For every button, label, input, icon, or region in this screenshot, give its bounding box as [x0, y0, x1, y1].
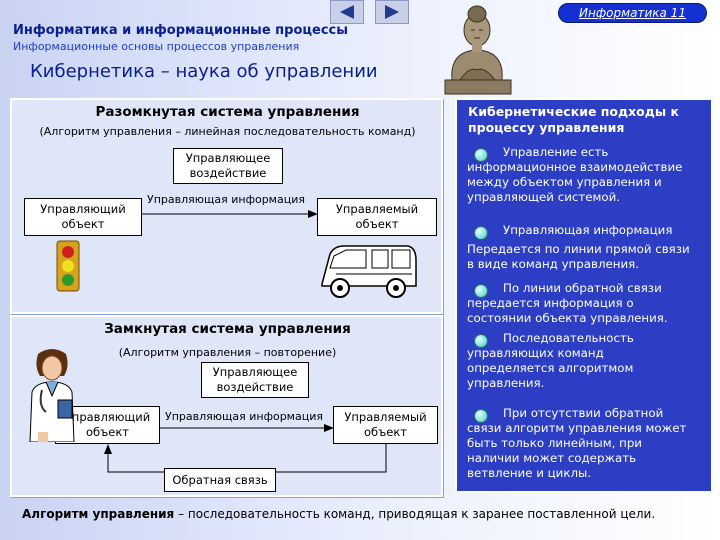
- approach-item-4: Последовательность управляющих команд оп…: [467, 331, 634, 391]
- approach-item-5: При отсутствии обратной связи алгоритм у…: [467, 406, 686, 481]
- next-slide-button[interactable]: [375, 0, 409, 24]
- approach-text: При отсутствии обратной: [467, 406, 686, 421]
- approach-text: определяется алгоритмом: [467, 361, 634, 376]
- open-system-note: (Алгоритм управления – линейная последов…: [0, 125, 455, 138]
- approach-item-2: Управляющая информация Передается по лин…: [467, 223, 690, 272]
- box-label: воздействие: [174, 166, 282, 181]
- prev-arrow-icon: [337, 4, 357, 20]
- approach-text: состоянии объекта управления.: [467, 311, 668, 326]
- approach-text: наличии может содержать: [467, 451, 686, 466]
- control-info-arrow: [142, 206, 318, 222]
- controlled-object-box: Управляемый объект: [317, 198, 437, 236]
- approach-text: Последовательность: [467, 331, 634, 346]
- control-info-label: Управляющая информация: [147, 193, 305, 206]
- page-subtitle: Информационные основы процессов управлен…: [13, 40, 299, 53]
- approach-text: информационное взаимодействие: [467, 160, 682, 175]
- page-title: Информатика и информационные процессы: [13, 23, 348, 38]
- next-arrow-icon: [382, 4, 402, 20]
- footer-text: – последовательность команд, приводящая …: [174, 507, 655, 521]
- approach-item-3: По линии обратной связи передается инфор…: [467, 281, 668, 326]
- closed-controlled-object-box: Управляемый объект: [333, 406, 438, 444]
- closed-system-title: Замкнутая система управления: [0, 321, 455, 337]
- footer-term: Алгоритм управления: [22, 507, 174, 521]
- box-label: Управляющее: [174, 151, 282, 166]
- box-label: объект: [25, 217, 141, 232]
- control-action-box: Управляющее воздействие: [173, 148, 283, 184]
- approach-text: управляющих команд: [467, 346, 634, 361]
- feedback-label: Обратная связь: [172, 473, 267, 487]
- approach-text: управления.: [467, 376, 634, 391]
- van-image: [316, 240, 420, 302]
- doctor-image: [24, 346, 80, 442]
- prev-slide-button[interactable]: [330, 0, 364, 24]
- box-label: Управляемый: [334, 410, 437, 425]
- approach-text: передается информация о: [467, 296, 668, 311]
- approach-text: в виде команд управления.: [467, 257, 690, 272]
- approach-text: Передается по линии прямой связи: [467, 242, 690, 257]
- topic-heading: Кибернетика – наука об управлении: [30, 61, 378, 82]
- traffic-light-image: [55, 240, 81, 292]
- feedback-box: Обратная связь: [164, 468, 276, 492]
- box-label: воздействие: [202, 380, 308, 395]
- approach-text: связи алгоритм управления может: [467, 421, 686, 436]
- approach-text: Управление есть: [467, 145, 682, 160]
- approach-text: ветвление и циклы.: [467, 466, 686, 481]
- open-system-title: Разомкнутая система управления: [0, 104, 455, 120]
- approach-text: быть только линейным, при: [467, 436, 686, 451]
- approach-text: управляющей системой.: [467, 190, 682, 205]
- box-label: объект: [318, 217, 436, 232]
- closed-control-info-arrow: [160, 420, 334, 436]
- approach-text: По линии обратной связи: [467, 281, 668, 296]
- box-label: объект: [334, 425, 437, 440]
- approaches-title-line: процессу управления: [468, 120, 679, 136]
- box-label: Управляемый: [318, 202, 436, 217]
- approach-text: Управляющая информация: [467, 223, 690, 238]
- box-label: Управляющий: [25, 202, 141, 217]
- controller-box: Управляющий объект: [24, 198, 142, 236]
- course-link[interactable]: Информатика 11: [558, 3, 707, 23]
- closed-control-action-box: Управляющее воздействие: [201, 362, 309, 398]
- approaches-title: Кибернетические подходы к процессу управ…: [468, 104, 679, 136]
- approaches-title-line: Кибернетические подходы к: [468, 104, 679, 120]
- approach-text: между объектом управления и: [467, 175, 682, 190]
- approach-item-1: Управление есть информационное взаимодей…: [467, 145, 682, 205]
- footer-definition: Алгоритм управления – последовательность…: [22, 507, 655, 521]
- box-label: Управляющее: [202, 365, 308, 380]
- buddha-statue-image: [440, 0, 515, 95]
